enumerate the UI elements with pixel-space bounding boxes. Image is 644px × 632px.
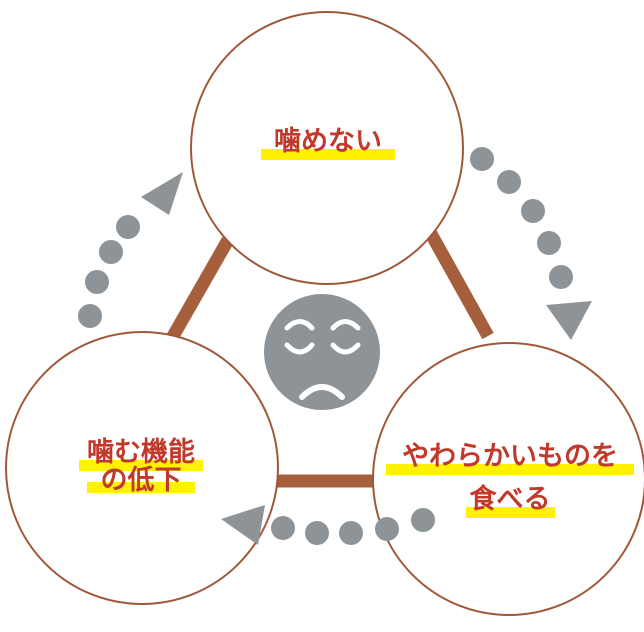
node-right-label-line1: やわらかいものを [402,441,618,472]
dotted-arrow-icon [470,147,592,340]
node-left-label-line2: の低下 [101,465,182,496]
dotted-arrow-icon [221,505,435,545]
node-top-circle [190,11,464,285]
node-left-highlight-2 [87,482,195,493]
node-right-highlight-1 [386,464,634,475]
node-right-highlight-2 [466,507,555,518]
node-left-label-line1: 噛む機能 [87,436,195,468]
node-top: 噛めない [190,11,464,285]
node-left-highlight-1 [79,460,203,471]
node-top-label: 噛めない [274,126,382,157]
node-top-highlight [261,149,395,160]
node-left: 噛む機能 の低下 [5,331,279,605]
node-right-circle [372,342,644,616]
sad-face-icon [264,294,380,410]
connector-top-right [424,228,494,340]
node-right: やわらかいものを 食べる [372,342,644,616]
node-right-label-line2: 食べる [470,483,551,515]
triangle-connectors [166,228,494,488]
dotted-arrow-icon [78,172,183,328]
connector-top-left [166,236,234,342]
